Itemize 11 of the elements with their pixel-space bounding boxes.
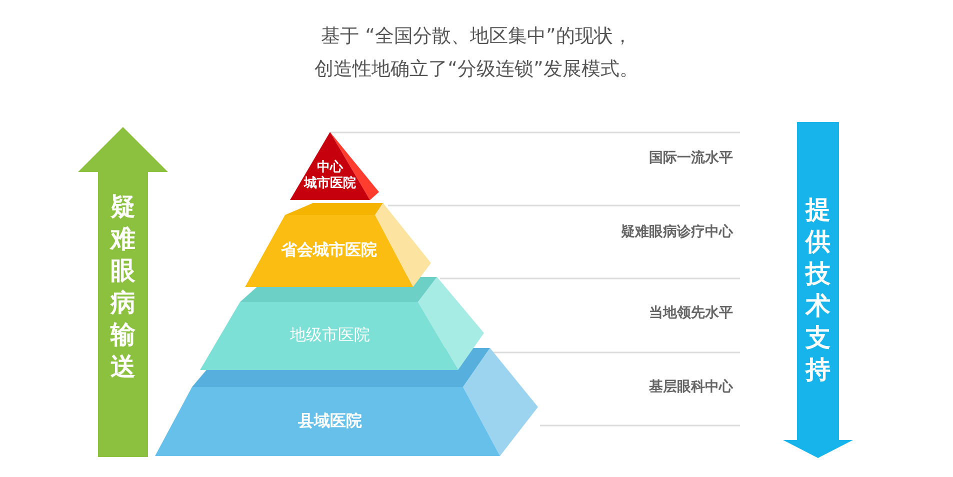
level-caption: 当地领先水平	[649, 304, 733, 322]
tier-label: 省会城市医院	[281, 240, 377, 260]
level-caption: 国际一流水平	[649, 149, 733, 167]
arrow-label: 疑难眼病输送	[110, 191, 136, 383]
tier-label: 地级市医院	[290, 325, 370, 345]
tier-label: 县域医院	[298, 411, 362, 431]
level-caption: 基层眼科中心	[649, 378, 733, 396]
level-caption: 疑难眼病诊疗中心	[621, 223, 733, 241]
title-text: 基于 “全国分散、地区集中”的现状，创造性地确立了“分级连锁”发展模式。	[314, 24, 640, 82]
tier-label: 中心城市医院	[304, 160, 356, 192]
arrow-label: 提供技术支持	[806, 194, 830, 386]
